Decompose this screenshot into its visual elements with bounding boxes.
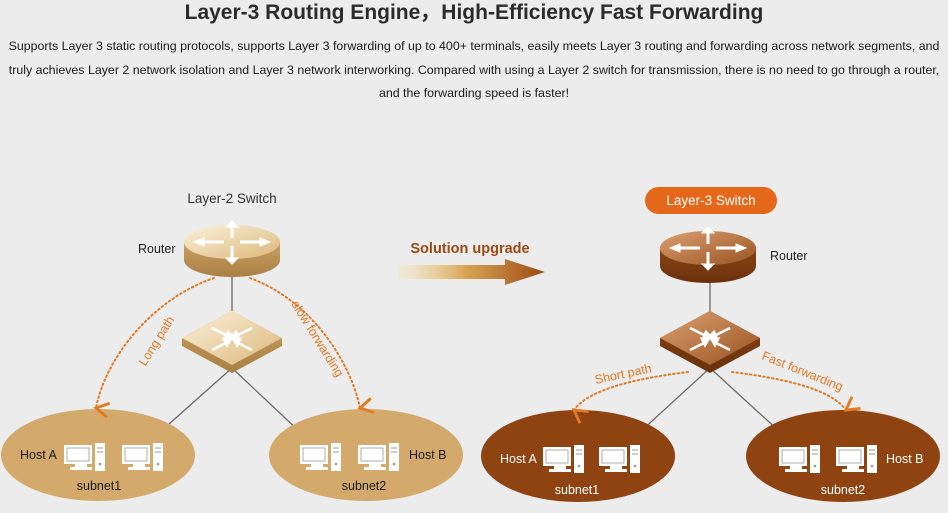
layer2-switch-title: Layer-2 Switch <box>187 191 276 206</box>
layer3-diagram: Layer-3 Switch Host A Host B subnet1 sub… <box>481 187 940 502</box>
subnet1-label: subnet1 <box>555 483 600 497</box>
short-path-arrow <box>571 371 689 424</box>
upgrade-label: Solution upgrade <box>410 241 529 257</box>
layer3-switch-title: Layer-3 Switch <box>666 193 755 208</box>
long-path-label: Long path <box>136 314 177 369</box>
switch-subnet1-link <box>639 367 711 433</box>
short-path-label: Short path <box>593 361 652 387</box>
subnet2-label: subnet2 <box>342 479 387 493</box>
layer2-switch-icon <box>180 309 284 375</box>
slow-forwarding-arrow <box>249 277 375 414</box>
subnet2-label: subnet2 <box>821 483 866 497</box>
switch-subnet2-link <box>709 367 781 433</box>
router-label: Router <box>770 249 808 263</box>
page-title: Layer-3 Routing Engine，High-Efficiency F… <box>184 1 764 24</box>
layer3-switch-icon <box>658 309 762 375</box>
page-description: Supports Layer 3 static routing protocol… <box>8 39 940 100</box>
layer3-switch-badge <box>645 187 777 214</box>
upgrade-arrow-icon <box>398 259 545 285</box>
fast-forwarding-label: Fast forwarding <box>760 349 845 394</box>
router-label: Router <box>138 242 176 256</box>
long-path-arrow <box>93 277 215 419</box>
router-icon <box>658 225 758 285</box>
fast-forwarding-arrow <box>731 371 861 412</box>
upgrade-indicator: Solution upgrade <box>398 241 545 285</box>
subnet1-label: subnet1 <box>77 479 122 493</box>
host-a-label: Host A <box>500 452 537 466</box>
switch-subnet1-link <box>159 367 233 433</box>
host-a-label: Host A <box>20 448 57 462</box>
host-b-label: Host B <box>409 448 447 462</box>
layer2-diagram: Layer-2 Switch Host A Host B subnet1 sub… <box>1 191 463 501</box>
router-icon <box>182 219 282 279</box>
host-b-label: Host B <box>886 452 924 466</box>
slow-forwarding-label: slow forwarding <box>288 298 346 379</box>
switch-subnet2-link <box>231 367 301 433</box>
